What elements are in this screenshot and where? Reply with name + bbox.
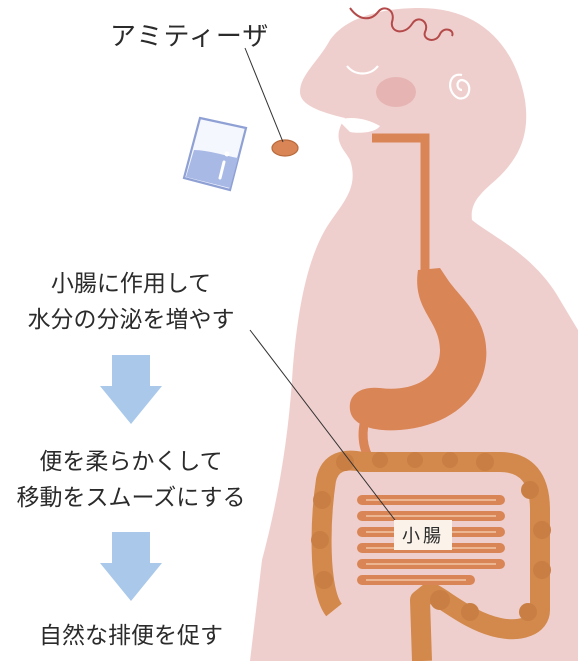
step-2: 便を柔らかくして 移動をスムーズにする [0,444,262,516]
large-intestine [311,450,550,662]
step-3-line-1: 自然な排便を促す [39,623,223,649]
step-2-line-1: 便を柔らかくして [39,449,223,475]
ear [449,73,471,100]
step-1-line-1: 小腸に作用して [50,271,212,297]
eye [346,65,379,75]
small-intestine-label: 小腸 [394,520,452,550]
step-1: 小腸に作用して 水分の分泌を増やす [0,266,262,338]
pill-label: アミティーザ [110,22,270,52]
step-3: 自然な排便を促す [0,618,262,654]
stomach [349,268,487,431]
hair-curls [349,7,454,41]
mouth [338,118,380,133]
pill-leader-line [244,47,284,143]
arrow-down-2 [100,532,162,601]
esophagus [372,133,430,280]
arrow-down-1 [100,355,162,424]
organ-leader-line [249,329,399,525]
glass-of-water [182,116,248,192]
cheek-blush [376,77,416,107]
pill [271,139,299,157]
step-1-line-2: 水分の分泌を増やす [27,307,235,333]
step-2-line-2: 移動をスムーズにする [16,485,246,511]
intestine-haustra [311,452,551,621]
